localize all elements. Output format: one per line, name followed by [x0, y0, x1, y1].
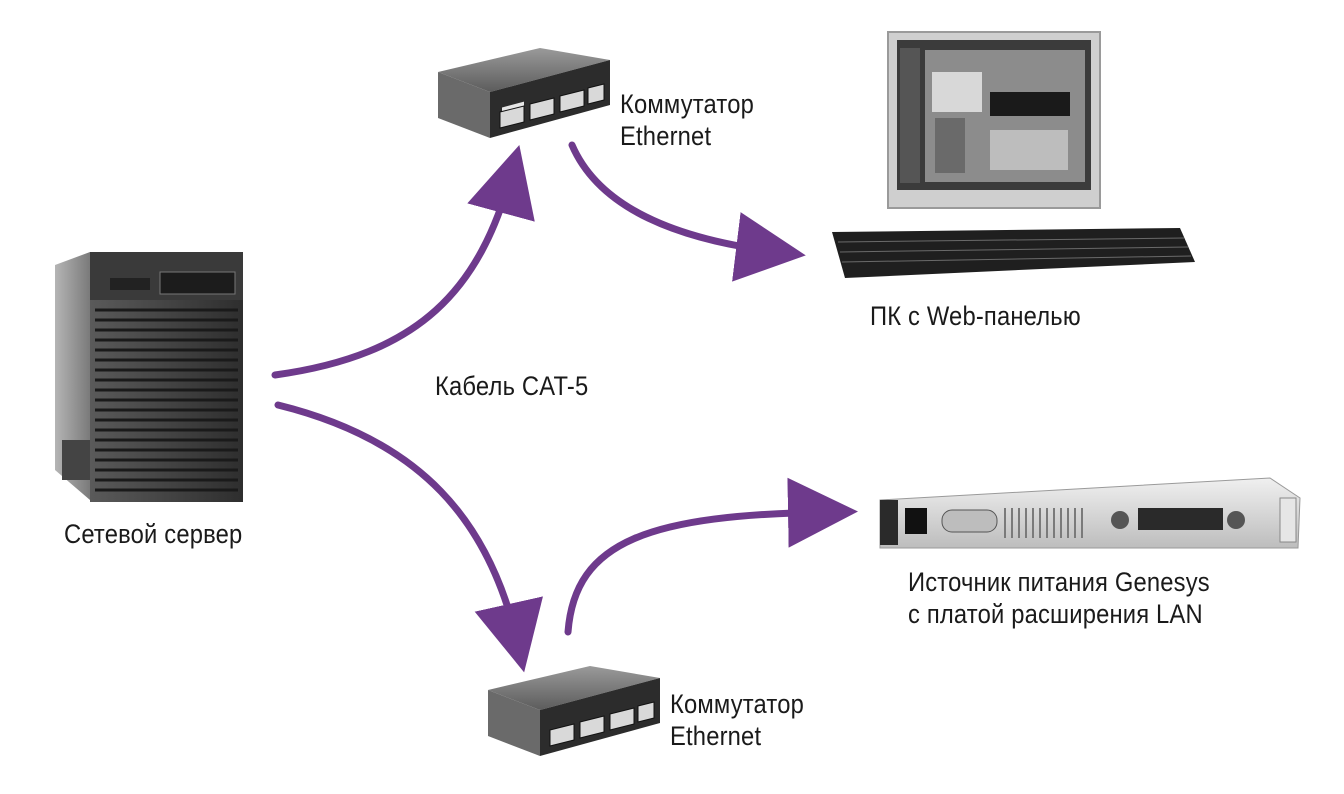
pc-label: ПК с Web-панелью — [870, 300, 1081, 332]
power-supply-icon — [879, 477, 1301, 549]
psu-label: Источник питания Genesys с платой расшир… — [908, 566, 1210, 630]
server-icon — [55, 252, 243, 502]
switch-bottom-label-line2: Ethernet — [670, 721, 762, 751]
arrow-top-switch-to-pc — [568, 141, 806, 282]
ethernet-switch-icon — [488, 666, 660, 756]
server-label: Сетевой сервер — [64, 518, 242, 550]
arrow-server-to-bottom-switch — [274, 401, 543, 673]
arrow-server-to-top-switch — [271, 144, 535, 379]
server-label-text: Сетевой сервер — [64, 519, 243, 549]
psu-label-line1: Источник питания Genesys — [908, 567, 1210, 597]
keyboard-icon — [832, 228, 1195, 278]
cable-label: Кабель CAT-5 — [435, 370, 588, 402]
switch-bottom-label: Коммутатор Ethernet — [670, 688, 804, 752]
arrow-bottom-switch-to-psu — [564, 477, 858, 636]
switch-top-label-line1: Коммутатор — [620, 89, 754, 119]
cable-label-text: Кабель CAT-5 — [435, 371, 589, 401]
ethernet-switch-icon — [438, 48, 610, 138]
psu-label-line2: с платой расширения LAN — [908, 599, 1203, 629]
switch-bottom-label-line1: Коммутатор — [670, 689, 804, 719]
pc-label-text: ПК с Web-панелью — [870, 301, 1081, 331]
switch-top-label: Коммутатор Ethernet — [620, 88, 754, 152]
switch-top-label-line2: Ethernet — [620, 121, 712, 151]
pc-monitor-icon — [887, 31, 1101, 209]
cable-arrows — [271, 141, 858, 673]
